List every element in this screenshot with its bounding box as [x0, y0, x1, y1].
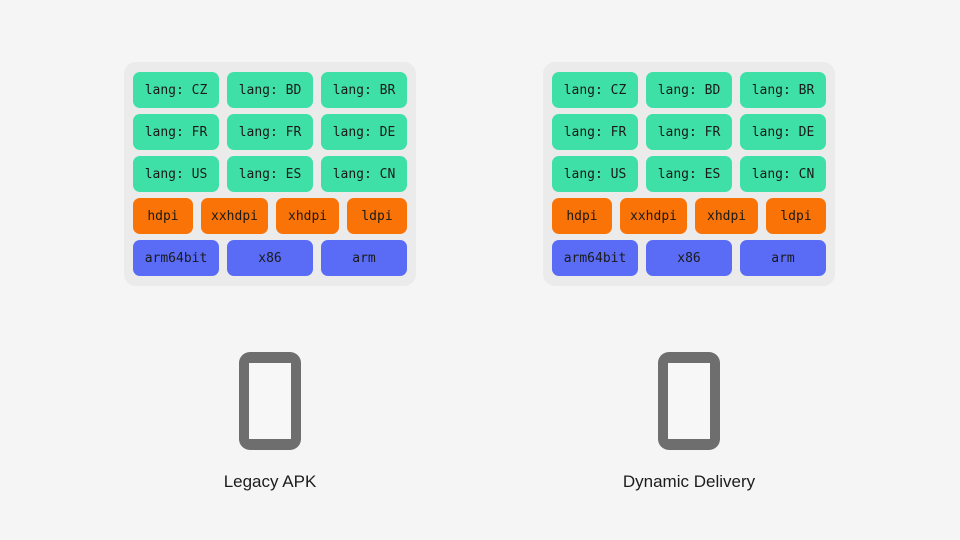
chip-language[interactable]: lang: ES	[227, 156, 313, 192]
column-dynamic-delivery: lang: CZ lang: BD lang: BR lang: FR lang…	[479, 0, 899, 540]
chip-abi[interactable]: arm64bit	[552, 240, 638, 276]
chip-abi[interactable]: x86	[646, 240, 732, 276]
chip-language[interactable]: lang: FR	[552, 114, 638, 150]
chip-abi[interactable]: arm	[321, 240, 407, 276]
chip-language[interactable]: lang: BR	[740, 72, 826, 108]
chip-language[interactable]: lang: US	[133, 156, 219, 192]
chip-abi[interactable]: arm	[740, 240, 826, 276]
chip-density[interactable]: xxhdpi	[619, 198, 688, 234]
chip-density[interactable]: hdpi	[552, 198, 612, 234]
chip-language[interactable]: lang: US	[552, 156, 638, 192]
chip-language[interactable]: lang: BD	[227, 72, 313, 108]
chip-language[interactable]: lang: ES	[646, 156, 732, 192]
chip-row-abi: arm64bit x86 arm	[552, 240, 826, 276]
chip-row-abi: arm64bit x86 arm	[133, 240, 407, 276]
phone-icon	[239, 352, 301, 450]
phone-icon	[658, 352, 720, 450]
chip-density[interactable]: xhdpi	[695, 198, 759, 234]
chip-row-language-1: lang: CZ lang: BD lang: BR	[552, 72, 826, 108]
chip-language[interactable]: lang: FR	[646, 114, 732, 150]
column-legacy-apk: lang: CZ lang: BD lang: BR lang: FR lang…	[60, 0, 480, 540]
phone-screen	[668, 363, 710, 439]
chip-density[interactable]: xhdpi	[276, 198, 340, 234]
chip-row-language-3: lang: US lang: ES lang: CN	[552, 156, 826, 192]
phone-screen	[249, 363, 291, 439]
chip-language[interactable]: lang: CN	[740, 156, 826, 192]
chip-density[interactable]: xxhdpi	[200, 198, 269, 234]
chip-language[interactable]: lang: CZ	[552, 72, 638, 108]
chip-language[interactable]: lang: BD	[646, 72, 732, 108]
artifact-panel-dynamic-delivery: lang: CZ lang: BD lang: BR lang: FR lang…	[543, 62, 835, 286]
chip-language[interactable]: lang: CZ	[133, 72, 219, 108]
chip-row-density: hdpi xxhdpi xhdpi ldpi	[133, 198, 407, 234]
chip-row-language-3: lang: US lang: ES lang: CN	[133, 156, 407, 192]
chip-language[interactable]: lang: CN	[321, 156, 407, 192]
artifact-panel-legacy-apk: lang: CZ lang: BD lang: BR lang: FR lang…	[124, 62, 416, 286]
chip-density[interactable]: ldpi	[766, 198, 826, 234]
chip-language[interactable]: lang: FR	[227, 114, 313, 150]
chip-language[interactable]: lang: DE	[321, 114, 407, 150]
device-label: Dynamic Delivery	[622, 472, 756, 491]
chip-row-language-2: lang: FR lang: FR lang: DE	[133, 114, 407, 150]
device-dynamic-delivery: Dynamic Delivery	[479, 352, 899, 492]
chip-density[interactable]: hdpi	[133, 198, 193, 234]
chip-row-density: hdpi xxhdpi xhdpi ldpi	[552, 198, 826, 234]
chip-density[interactable]: ldpi	[347, 198, 407, 234]
chip-abi[interactable]: arm64bit	[133, 240, 219, 276]
chip-language[interactable]: lang: DE	[740, 114, 826, 150]
device-legacy-apk: Legacy APK	[60, 352, 480, 492]
chip-language[interactable]: lang: BR	[321, 72, 407, 108]
chip-row-language-2: lang: FR lang: FR lang: DE	[552, 114, 826, 150]
chip-language[interactable]: lang: FR	[133, 114, 219, 150]
chip-abi[interactable]: x86	[227, 240, 313, 276]
device-label: Legacy APK	[223, 472, 317, 491]
chip-row-language-1: lang: CZ lang: BD lang: BR	[133, 72, 407, 108]
